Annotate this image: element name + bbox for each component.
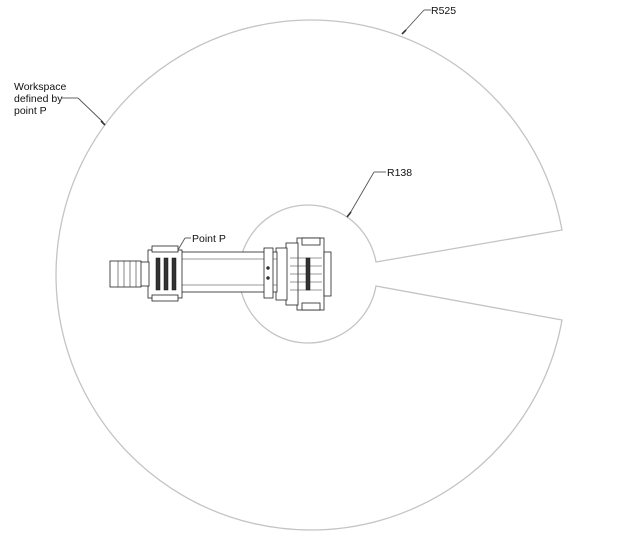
arm-link-bolt bbox=[266, 276, 270, 280]
base-collar bbox=[275, 247, 288, 301]
base-end-cap bbox=[323, 251, 332, 297]
point-p-callout: Point P bbox=[177, 233, 226, 251]
wrist-bottom-lug bbox=[151, 294, 179, 302]
tool-stub bbox=[109, 260, 142, 288]
workspace-label-line1: Workspace bbox=[14, 81, 66, 93]
base-bottom-lug bbox=[301, 302, 321, 311]
arm-link bbox=[180, 247, 278, 299]
arm-link-body bbox=[180, 251, 278, 293]
base-motor-slot bbox=[305, 257, 311, 291]
wrist-joint bbox=[139, 245, 183, 302]
wrist-slot bbox=[171, 257, 177, 291]
tool-body bbox=[109, 260, 142, 288]
robot-base-joint bbox=[275, 237, 332, 311]
inner-radius-leader bbox=[348, 171, 375, 216]
workspace-callout: Workspace defined by point P bbox=[14, 81, 106, 126]
point-p-label: Point P bbox=[192, 233, 226, 245]
arm-link-clamp bbox=[263, 247, 274, 299]
point-p-leader bbox=[177, 237, 186, 251]
outer-radius-tick bbox=[401, 29, 407, 35]
workspace-leader bbox=[77, 97, 104, 123]
inner-radius-tick bbox=[346, 211, 352, 218]
inner-radius-label: R138 bbox=[387, 167, 412, 179]
workspace-label-line3: point P bbox=[14, 105, 47, 117]
outer-radius-label: R525 bbox=[431, 5, 456, 17]
outer-radius-leader bbox=[403, 9, 425, 33]
arm-link-bolt bbox=[266, 266, 270, 270]
base-top-lug bbox=[301, 237, 321, 246]
workspace-tick bbox=[100, 120, 106, 126]
wrist-slot bbox=[163, 257, 169, 291]
robot-arm bbox=[109, 237, 332, 311]
outer-radius-callout: R525 bbox=[401, 5, 456, 35]
wrist-top-lug bbox=[151, 245, 179, 253]
wrist-slot bbox=[155, 257, 161, 291]
workspace-label-line2: defined by bbox=[14, 93, 63, 105]
inner-radius-callout: R138 bbox=[346, 167, 412, 218]
